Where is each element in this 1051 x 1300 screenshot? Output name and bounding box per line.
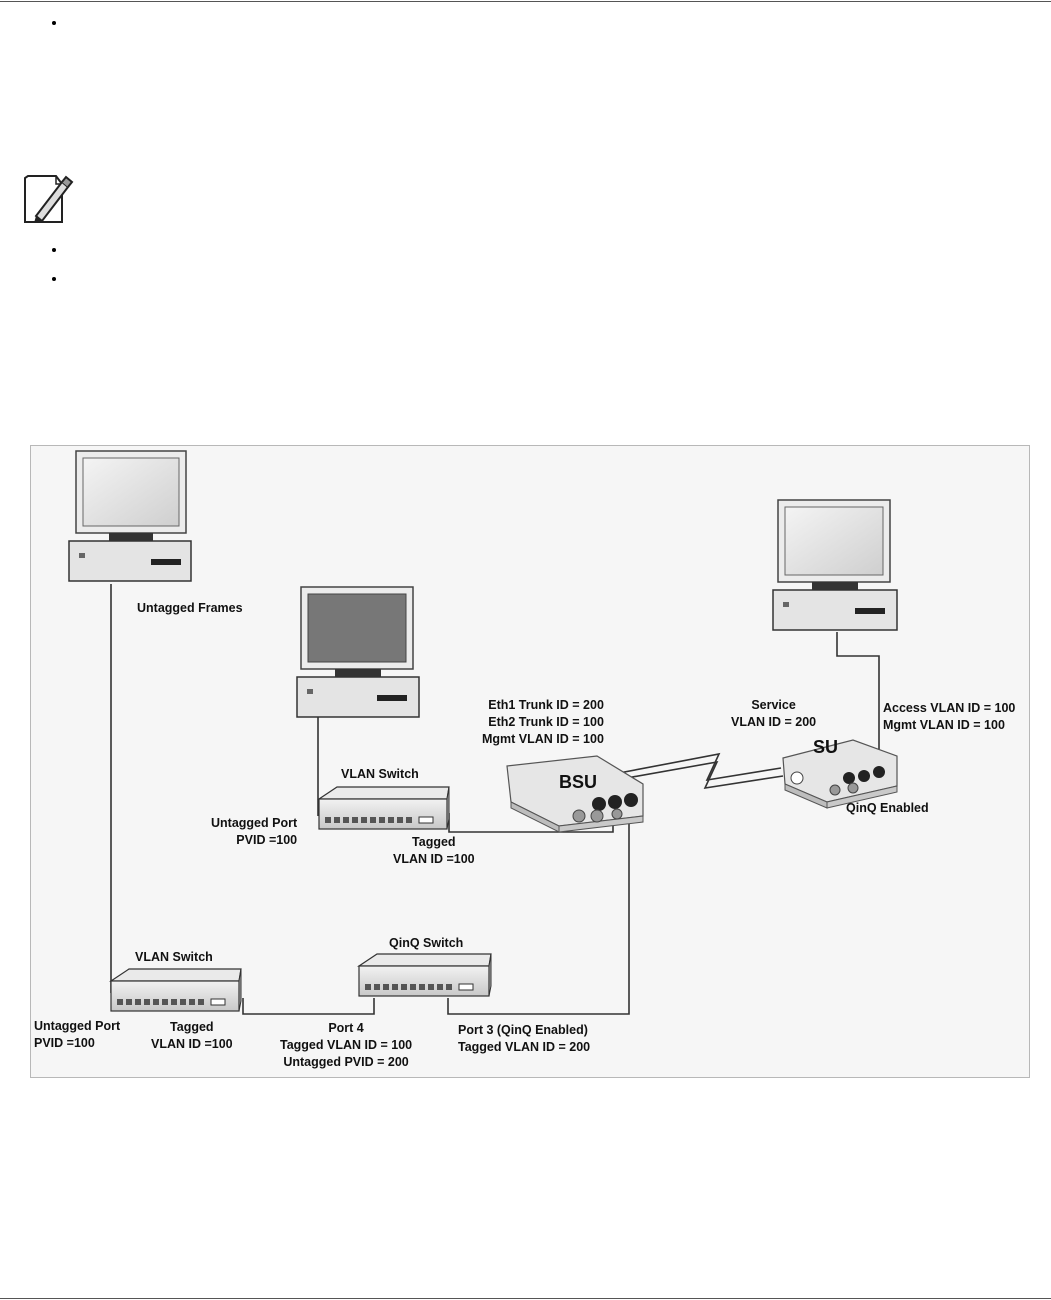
- bullet-1: [52, 21, 56, 25]
- qinq-port3-label: Port 3 (QinQ Enabled) Tagged VLAN ID = 2…: [458, 1023, 591, 1054]
- link-qinq-switch-to-bsu: [447, 818, 630, 1015]
- su-service-label: Service VLAN ID = 200: [731, 698, 817, 729]
- bullet-2: [52, 248, 56, 252]
- bottom-vlan-switch-device: [109, 968, 242, 1012]
- qinq-switch-device: [357, 953, 492, 997]
- link-bottom-switch-to-qinq-switch: [242, 998, 375, 1015]
- pc-middle: [296, 586, 420, 718]
- vlan-qinq-network-diagram: Untagged Frames VLAN Switch Untagged Por…: [30, 445, 1030, 1078]
- bsu-radio-device: [506, 755, 644, 833]
- diagram-canvas: [68, 450, 898, 1015]
- bottom-switch-untagged-port-label: Untagged Port PVID =100: [34, 1019, 121, 1050]
- bottom-vlan-switch-label: VLAN Switch: [135, 950, 213, 964]
- su-qinq-enabled-label: QinQ Enabled: [846, 801, 929, 815]
- qinq-switch-label: QinQ Switch: [389, 936, 464, 950]
- top-switch-untagged-port-label: Untagged Port PVID =100: [211, 816, 298, 847]
- bottom-switch-tagged-label: Tagged VLAN ID =100: [151, 1020, 233, 1051]
- pc-right: [772, 499, 898, 631]
- qinq-port4-label: Port 4 Tagged VLAN ID = 100 Untagged PVI…: [280, 1021, 413, 1069]
- untagged-frames-label: Untagged Frames: [137, 601, 243, 615]
- bullet-3: [52, 277, 56, 281]
- top-vlan-switch-label: VLAN Switch: [341, 767, 419, 781]
- wireless-link: [618, 752, 784, 790]
- bottom-rule: [0, 1298, 1051, 1299]
- bsu-label: BSU: [559, 772, 598, 792]
- su-label: SU: [813, 737, 839, 757]
- link-su-to-pc3: [836, 632, 880, 768]
- connection-lines: [110, 584, 880, 1015]
- bsu-config-label: Eth1 Trunk ID = 200 Eth2 Trunk ID = 100 …: [482, 698, 604, 746]
- pc-top-left: [68, 450, 192, 582]
- su-access-label: Access VLAN ID = 100 Mgmt VLAN ID = 100: [883, 701, 1016, 732]
- note-pencil-icon: [22, 170, 76, 231]
- top-rule: [0, 1, 1051, 2]
- top-switch-tagged-label: Tagged VLAN ID =100: [393, 835, 475, 866]
- top-vlan-switch-device: [317, 786, 450, 830]
- su-radio-device: [782, 739, 898, 809]
